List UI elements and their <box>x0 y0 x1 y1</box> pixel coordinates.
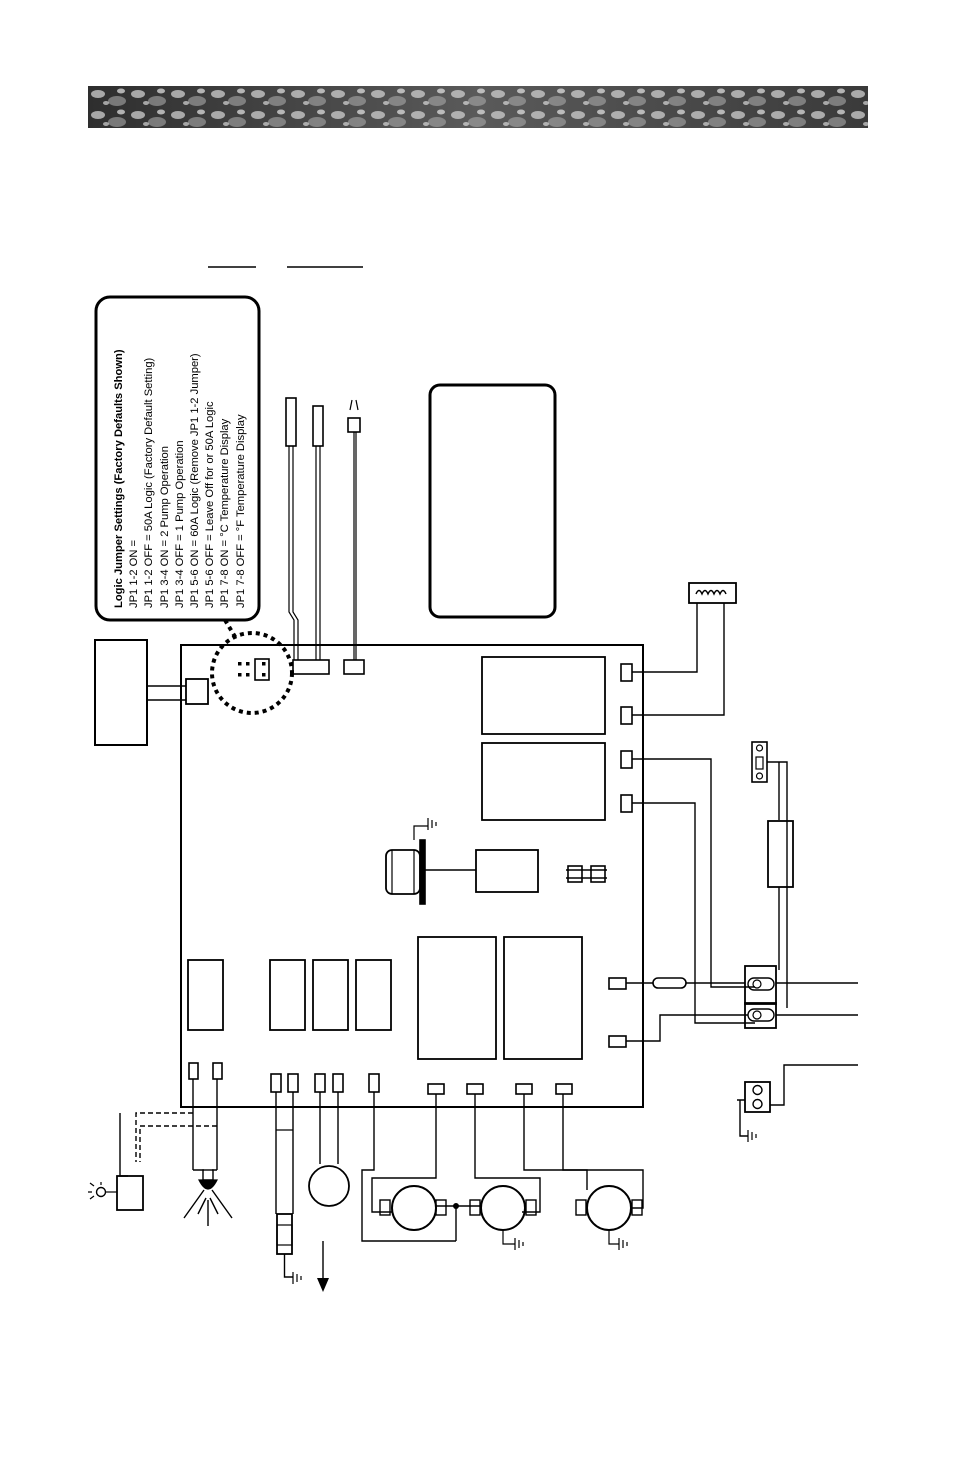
arrow-down-icon <box>317 1278 329 1292</box>
ground-terminal <box>737 1064 858 1142</box>
pump-motor-icon <box>469 1185 537 1250</box>
relay-block-1 <box>481 656 606 735</box>
jumper-line-6: JP1 5-6 OFF = Leave Off for or 50A Logic <box>204 401 217 608</box>
jumper-highlight-circle <box>210 631 294 715</box>
pump-motor-icon <box>379 1185 447 1231</box>
temp-sensor-probe-1 <box>285 397 297 447</box>
ground-icon <box>514 1238 524 1250</box>
main-circuit-board <box>180 644 644 1108</box>
fuse-clips <box>566 865 607 883</box>
blower-motor <box>308 1165 350 1207</box>
jumper-line-2: JP1 1-2 OFF = 50A Logic (Factory Default… <box>143 357 156 608</box>
logic-jumper-note: Logic Jumper Settings (Factory Defaults … <box>98 298 258 618</box>
header-banner <box>88 86 868 128</box>
pump-motor-icon <box>575 1185 643 1250</box>
jumper-line-3: JP1 3-4 ON = 2 Pump Operation <box>158 446 171 608</box>
plug-connector <box>343 399 365 675</box>
logic-jumper-box <box>94 295 261 622</box>
ground-icon <box>292 1272 302 1284</box>
heater-coil-icon <box>688 582 737 604</box>
jp1-jumper-pins <box>238 662 266 677</box>
ground-icon <box>427 818 437 830</box>
jumper-line-7: JP1 7-8 ON = °C Temperature Display <box>219 418 232 608</box>
relay-block-2 <box>481 742 606 821</box>
topside-panel-box <box>94 639 148 746</box>
temp-sensor-probe-2 <box>312 405 324 447</box>
jumper-line-5: JP1 5-6 ON = 60A Logic (Remove JP1 1-2 J… <box>188 353 201 608</box>
ozone-generator <box>276 1213 302 1284</box>
terminal-block-1 <box>744 965 777 1005</box>
spray-light-icon <box>183 1169 233 1226</box>
jumper-line-4: JP1 3-4 OFF = 1 Pump Operation <box>173 440 186 608</box>
logic-jumper-title: Logic Jumper Settings (Factory Defaults … <box>113 349 125 608</box>
jumper-line-8: JP1 7-8 OFF = °F Temperature Display <box>234 414 247 608</box>
ground-icon <box>747 1130 757 1142</box>
ground-icon <box>618 1238 628 1250</box>
display-panel-box <box>428 383 557 619</box>
transformer <box>385 818 476 905</box>
light-bulb-icon <box>88 1175 144 1211</box>
jumper-line-1: JP1 1-2 ON = <box>128 539 141 608</box>
